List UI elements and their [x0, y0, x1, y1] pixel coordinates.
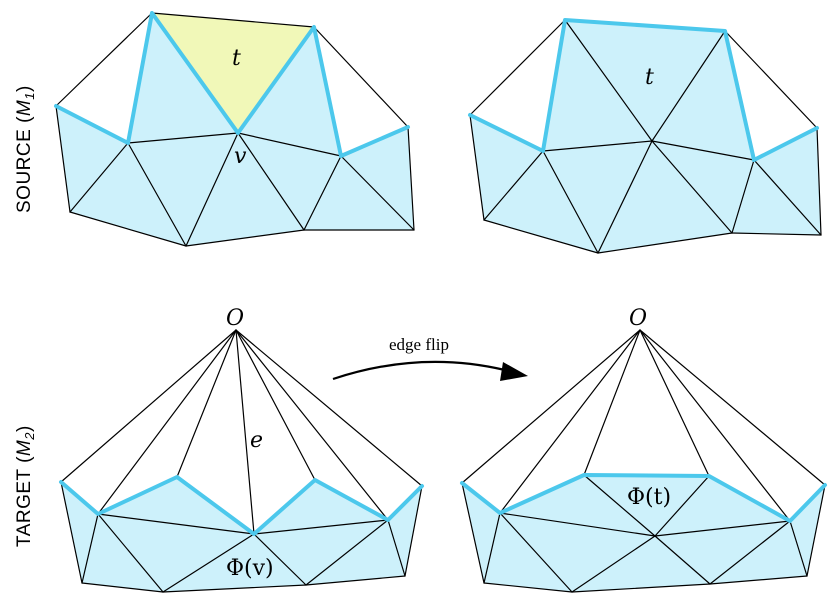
phi-t-label: Φ(t): [627, 485, 671, 510]
t-label: t: [232, 46, 241, 71]
source-mesh-after: t: [468, 18, 822, 254]
boundary-curve: [468, 18, 819, 162]
edge-flip-arrow: edge flip: [332, 335, 528, 381]
svg-text:TARGET (M2): TARGET (M2): [14, 425, 37, 547]
mesh-fill: [470, 20, 821, 253]
mesh-fill: [61, 477, 422, 592]
boundary-curve: [460, 473, 827, 523]
e-label: e: [250, 428, 263, 453]
target-side-label: TARGET (M2): [14, 425, 37, 547]
o-label: O: [629, 306, 647, 331]
v-label: v: [234, 144, 247, 169]
target-mesh-after: O Φ(t): [460, 306, 827, 593]
boundary-curve: [59, 475, 424, 536]
t-label: t: [645, 65, 654, 90]
source-side-label: SOURCE (M1): [14, 85, 37, 213]
phi-v-label: Φ(v): [226, 556, 274, 581]
mesh-fill: [462, 475, 825, 592]
svg-text:SOURCE (M1): SOURCE (M1): [14, 85, 37, 213]
boundary-curve: [54, 11, 410, 158]
o-label: O: [226, 306, 244, 331]
highlight-triangle: [152, 13, 314, 133]
edge-flip-label: edge flip: [389, 335, 449, 354]
source-mesh-before: t v: [54, 11, 415, 247]
arrow-curve: [332, 360, 506, 381]
arrowhead-icon: [500, 362, 528, 381]
target-mesh-before: O e Φ(v): [59, 306, 424, 593]
